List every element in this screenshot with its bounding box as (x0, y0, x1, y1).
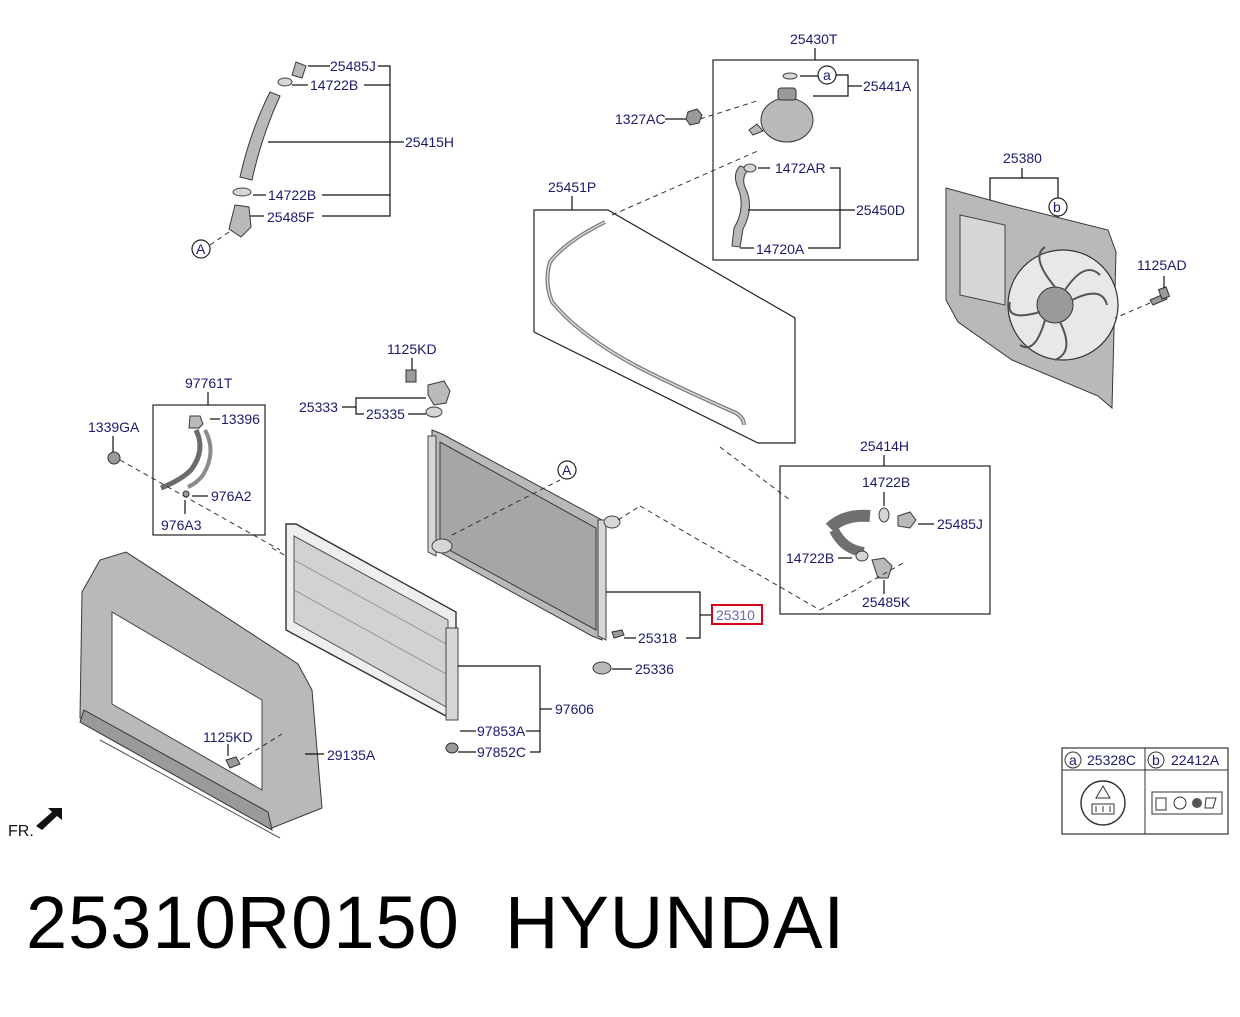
label-97606: 97606 (555, 701, 594, 717)
bolt-1125AD (1114, 276, 1171, 319)
svg-text:a: a (823, 67, 831, 83)
front-direction-indicator: FR. (8, 808, 62, 840)
brand-title: HYUNDAI (505, 881, 846, 964)
label-25415H: 25415H (405, 134, 454, 150)
legend-b-letter: b (1152, 752, 1160, 768)
label-14722B-r2: 14722B (786, 550, 834, 566)
label-25451P: 25451P (548, 179, 596, 195)
label-25485J-top: 25485J (330, 58, 376, 74)
svg-text:A: A (562, 462, 572, 478)
label-25336: 25336 (635, 661, 674, 677)
part-number-title: 25310R0150 (26, 881, 460, 964)
label-25318: 25318 (638, 630, 677, 646)
label-25380: 25380 (1003, 150, 1042, 166)
label-25310: 25310 (716, 607, 755, 623)
ref-circle-a-left: A (191, 239, 211, 259)
footer: 25310R0150 HYUNDAI (0, 880, 1240, 1000)
svg-text:A: A (196, 241, 206, 257)
label-13396: 13396 (221, 411, 260, 427)
reservoir-tank (731, 72, 814, 248)
label-1339GA: 1339GA (88, 419, 140, 435)
label-976A2: 976A2 (211, 488, 252, 504)
front-arrow-icon (36, 808, 62, 830)
bolt-1125KD-bottom (225, 733, 283, 769)
label-1125KD-top: 1125KD (387, 341, 437, 357)
reservoir-leaders: a (611, 65, 862, 249)
upper-hose-group (228, 61, 307, 238)
fan-warning-label-icon (1151, 791, 1223, 815)
label-25485K: 25485K (862, 594, 911, 610)
label-14720A: 14720A (756, 241, 805, 257)
bolt-1327AC (685, 108, 703, 126)
overflow-pipe (545, 220, 746, 426)
legend-table: a 25328C b 22412A (1061, 747, 1229, 835)
cap-warning-icon (1080, 780, 1126, 826)
label-25335: 25335 (366, 406, 405, 422)
hose-subassy (160, 415, 220, 514)
label-25441A: 25441A (863, 78, 912, 94)
lower-hose-box (779, 465, 991, 615)
upper-hose-leaders (209, 65, 404, 246)
front-end-carrier (79, 551, 323, 839)
label-1327AC: 1327AC (615, 111, 666, 127)
label-976A3: 976A3 (161, 517, 202, 533)
legend-b-part: 22412A (1171, 752, 1220, 768)
label-14722B-top: 14722B (310, 77, 358, 93)
overflow-pipe-box (533, 209, 796, 444)
label-1125AD: 1125AD (1137, 257, 1187, 273)
label-25414H: 25414H (860, 438, 909, 454)
svg-text:b: b (1053, 199, 1061, 215)
label-97852C: 97852C (477, 744, 526, 760)
lower-hose-leaders (819, 492, 934, 611)
label-25430T: 25430T (790, 31, 838, 47)
legend-a-part: 25328C (1087, 752, 1136, 768)
lower-hose (825, 507, 917, 579)
label-1125KD-bottom: 1125KD (203, 729, 253, 745)
condenser-leaders (271, 547, 552, 753)
label-1472AR: 1472AR (775, 160, 826, 176)
svg-text:FR.: FR. (8, 823, 34, 840)
mount-bracket (342, 358, 451, 418)
label-25485F: 25485F (267, 209, 314, 225)
radiator (427, 429, 621, 641)
mount-25336 (592, 629, 625, 675)
label-97853A: 97853A (477, 723, 526, 739)
parts-diagram: 25485J 14722B 25415H 14722B 25485F A 254… (8, 31, 1229, 840)
clip-1339GA (107, 436, 281, 551)
label-25485J-r: 25485J (937, 516, 983, 532)
label-97761T: 97761T (185, 375, 233, 391)
label-14722B-r1: 14722B (862, 474, 910, 490)
label-25333: 25333 (299, 399, 338, 415)
label-14722B-mid: 14722B (268, 187, 316, 203)
hose-subassy-box (152, 404, 266, 536)
radiator-leaders: A (451, 460, 821, 670)
highlight-box-25310 (711, 604, 763, 625)
label-25450D: 25450D (856, 202, 905, 218)
legend-a-letter: a (1069, 752, 1077, 768)
label-29135A: 29135A (327, 747, 376, 763)
fan-shroud (945, 187, 1119, 410)
condenser (285, 523, 459, 754)
